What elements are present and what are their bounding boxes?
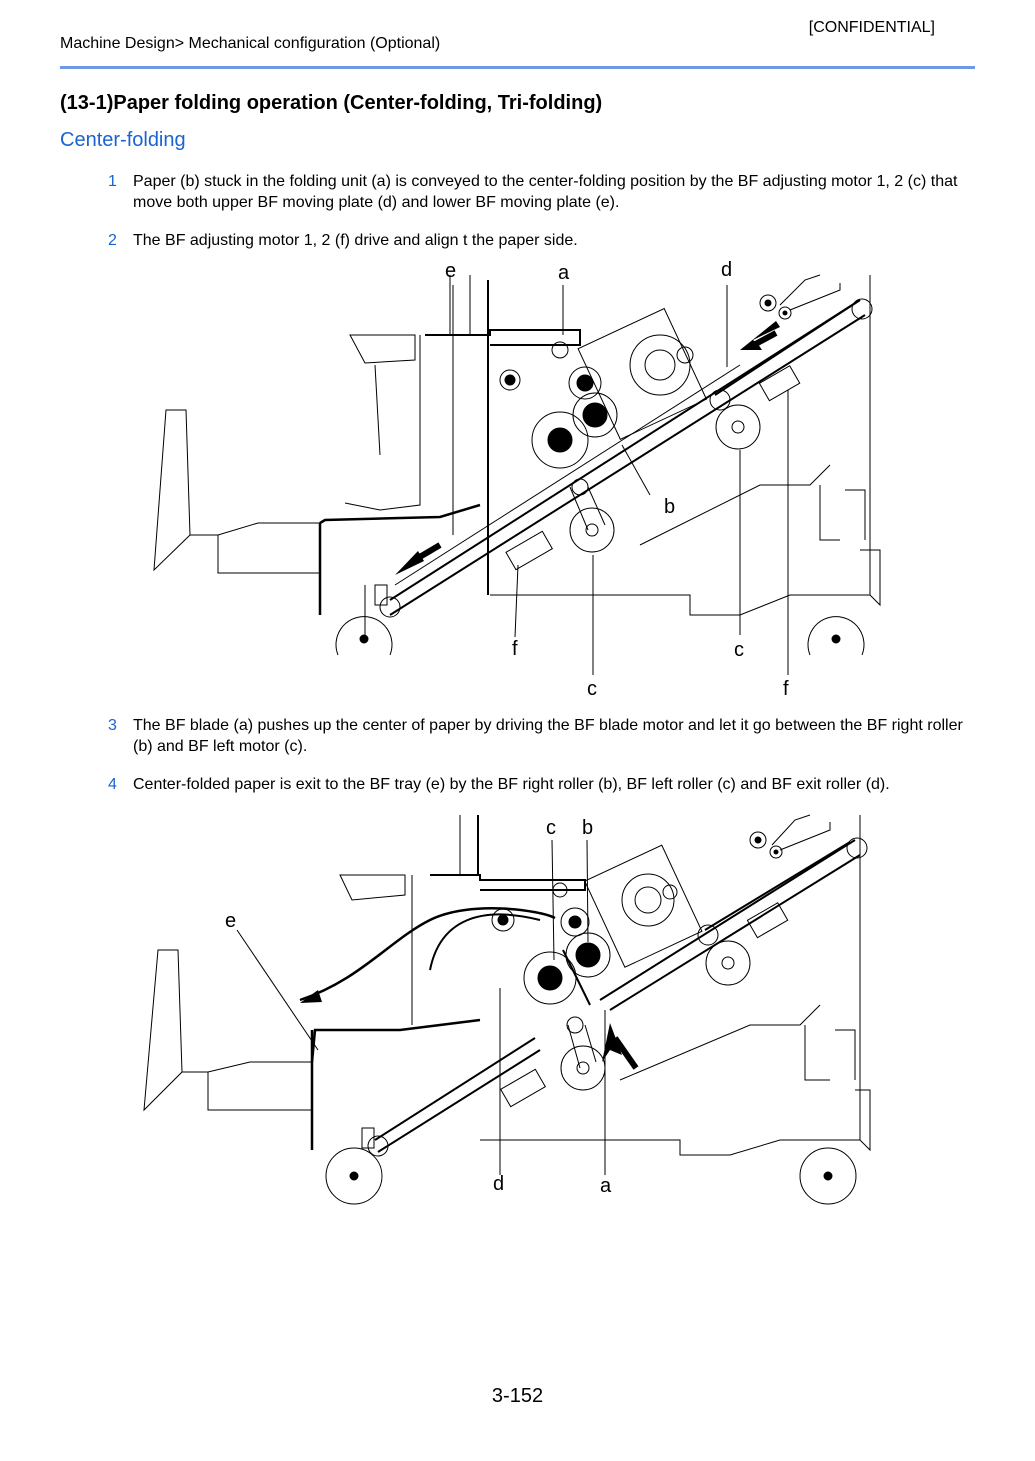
figure-2-mechanism-diagram: c b e d a <box>143 814 871 1205</box>
label-e: e <box>445 260 456 282</box>
step-text: Center-folded paper is exit to the BF tr… <box>133 776 890 793</box>
step-text: The BF blade (a) pushes up the center of… <box>133 717 963 755</box>
step-4: 4 Center-folded paper is exit to the BF … <box>108 774 973 795</box>
label-a: a <box>600 1175 612 1197</box>
breadcrumb: Machine Design> Mechanical configuration… <box>60 35 441 52</box>
step-text: The BF adjusting motor 1, 2 (f) drive an… <box>133 232 578 249</box>
step-3: 3 The BF blade (a) pushes up the center … <box>108 715 973 757</box>
step-text: Paper (b) stuck in the folding unit (a) … <box>133 173 958 211</box>
step-2: 2 The BF adjusting motor 1, 2 (f) drive … <box>108 230 973 251</box>
page-number: 3-152 <box>491 1385 544 1407</box>
section-title: (13-1)Paper folding operation (Center-fo… <box>60 92 603 114</box>
step-number: 4 <box>108 776 117 793</box>
label-a: a <box>558 262 570 284</box>
label-b: b <box>664 496 675 518</box>
label-c: c <box>587 678 597 700</box>
section-subtitle: Center-folding <box>60 129 186 151</box>
label-f: f <box>512 638 518 660</box>
step-1: 1 Paper (b) stuck in the folding unit (a… <box>108 171 973 213</box>
label-e: e <box>225 910 236 932</box>
step-number: 3 <box>108 717 117 734</box>
figure-1-mechanism-diagram: e a d b f c c f <box>153 259 881 700</box>
label-d: d <box>493 1173 504 1195</box>
confidential-label: [CONFIDENTIAL] <box>808 19 935 36</box>
label-f: f <box>783 678 789 700</box>
label-b: b <box>582 817 593 839</box>
header-rule <box>60 66 975 69</box>
step-number: 2 <box>108 232 117 249</box>
step-number: 1 <box>108 173 117 190</box>
label-c: c <box>546 817 556 839</box>
label-d: d <box>721 259 732 281</box>
label-c: c <box>734 639 744 661</box>
